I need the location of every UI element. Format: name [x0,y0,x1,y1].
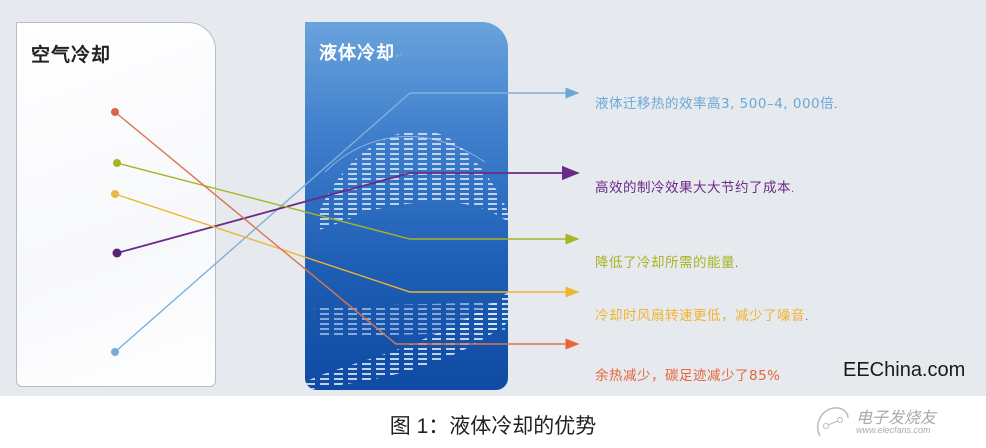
connector-yellow [114,193,580,298]
connector-blue [114,87,580,353]
air-cooling-title: 空气冷却 [31,44,112,66]
dot-olive [113,159,121,167]
elecfans-logo-icon [816,407,849,437]
dot-yellow [111,190,119,198]
connector-purple [116,165,580,254]
benefit-noise: 冷却时风扇转速更低，减少了噪音. [595,308,809,324]
benefit-carbon: 余热减少，碳足迹减少了85% [595,368,781,384]
liquid-wave-texture-icon [305,130,508,390]
liquid-cooling-panel: 液体冷却↵ [305,22,508,390]
dot-blue [111,348,119,356]
liquid-cooling-title: 液体冷却↵ [319,43,405,64]
connector-olive [116,162,580,245]
connector-lines [111,87,580,356]
benefit-cost: 高效的制冷效果大大节约了成本. [595,180,795,196]
eechina-watermark: EEChina.com [843,359,966,381]
liquid-cooling-diagram: 空气冷却 液体冷却↵ [0,0,986,396]
elecfans-logo: 电子发烧友 www.elecfans.com [812,402,982,442]
air-cooling-panel: 空气冷却 [16,22,216,387]
dot-purple [112,248,122,258]
connector-red [114,111,580,350]
benefit-energy: 降低了冷却所需的能量. [595,255,739,271]
dot-red [111,108,119,116]
benefit-efficiency: 液体迁移热的效率高3, 500–4, 000倍. [595,96,838,112]
figure-caption: 图 1：液体冷却的优势 [389,415,597,438]
